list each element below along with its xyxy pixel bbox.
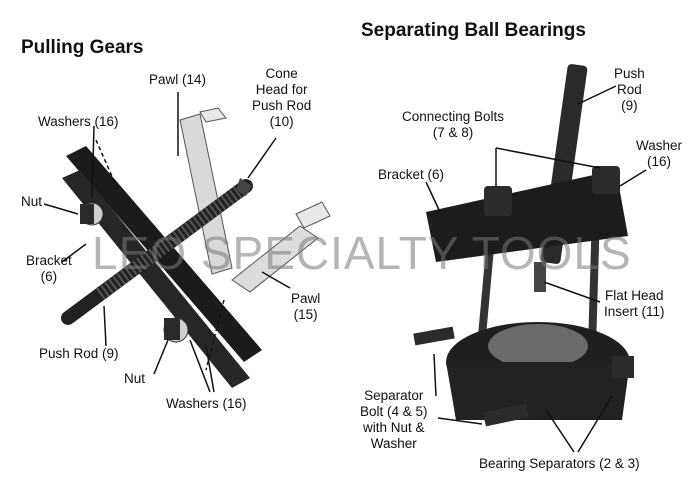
label-separator-bolt: Separator Bolt (4 & 5) with Nut & Washer xyxy=(360,388,428,452)
label-bracket-right: Bracket (6) xyxy=(378,167,444,183)
label-pawl-15: Pawl (15) xyxy=(291,291,320,323)
label-bracket-left: Bracket (6) xyxy=(26,253,72,285)
label-cone-head: Cone Head for Push Rod (10) xyxy=(252,66,311,130)
label-flat-head-insert: Flat Head Insert (11) xyxy=(604,288,665,320)
label-connecting-bolts: Connecting Bolts (7 & 8) xyxy=(402,109,504,141)
label-washers-top: Washers (16) xyxy=(38,114,119,130)
label-push-rod-right: Push Rod (9) xyxy=(614,66,645,114)
title-pulling-gears: Pulling Gears xyxy=(21,37,143,59)
label-pawl-14: Pawl (14) xyxy=(149,72,206,88)
label-nut-top: Nut xyxy=(21,194,42,210)
label-washer-right: Washer (16) xyxy=(636,138,682,170)
watermark: LEO SPECIALTY TOOLS xyxy=(92,226,632,280)
title-separating-ball-bearings: Separating Ball Bearings xyxy=(361,20,586,42)
label-push-rod-left: Push Rod (9) xyxy=(39,346,119,362)
label-nut-bottom: Nut xyxy=(124,371,145,387)
label-washers-bottom: Washers (16) xyxy=(166,396,247,412)
label-bearing-separators: Bearing Separators (2 & 3) xyxy=(479,456,640,472)
